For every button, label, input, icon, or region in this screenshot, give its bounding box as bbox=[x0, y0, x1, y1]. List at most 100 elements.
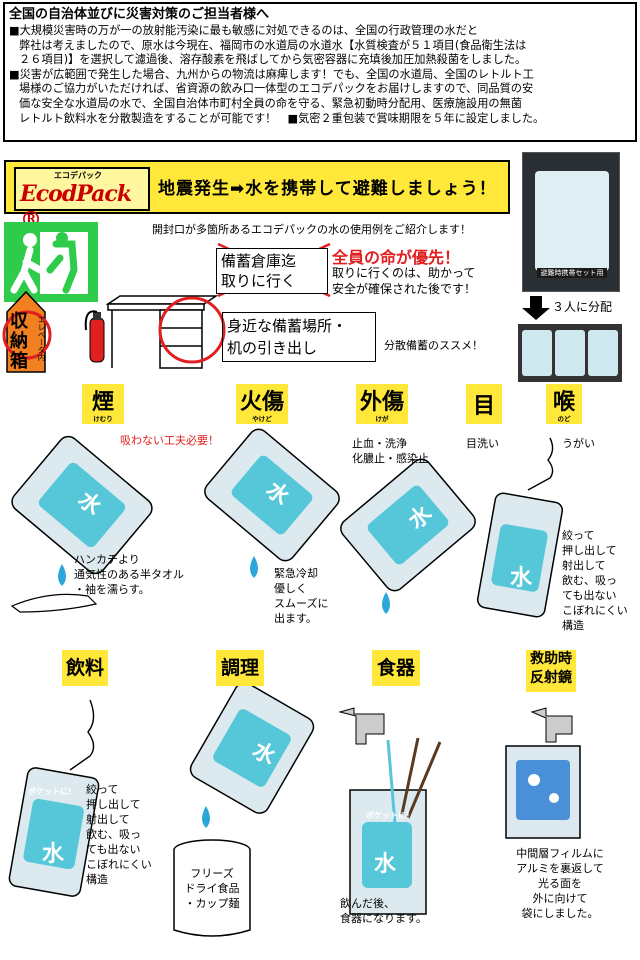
throat-note-line: ても出ない bbox=[562, 589, 617, 602]
fire-extinguisher-icon bbox=[84, 310, 105, 363]
cook-note-line: ドライ食品 bbox=[184, 882, 240, 895]
product-photo: 避難時携帯セット用 bbox=[522, 152, 620, 292]
pouch-water-mark: 水 bbox=[42, 842, 65, 867]
wound-note-line: 止血・洗浄 bbox=[352, 437, 407, 450]
wound-pouch bbox=[340, 458, 476, 592]
priority-line: 取りに行くのは、助かって bbox=[332, 266, 476, 280]
pouch-water-mark: 水 bbox=[510, 566, 533, 591]
intro-line: ■災害が広範囲で発生した場合、九州からの物流は麻痺します！でも、全国の水道局、全… bbox=[9, 67, 534, 81]
water-drop bbox=[202, 806, 210, 828]
mirror-note-line: 中間層フィルムに bbox=[516, 847, 604, 860]
eye-note: 目洗い bbox=[466, 437, 499, 450]
warehouse-line: 取りに行く bbox=[221, 272, 297, 290]
cook-pouch bbox=[189, 682, 315, 814]
dish-note-line: 食器になります。 bbox=[340, 912, 427, 925]
intro-line: ■大規模災害時の万が一の放射能汚染に最も敏感に対処できるのは、全国の行政管理の水… bbox=[9, 24, 479, 37]
drink-note-line: 射出して bbox=[86, 813, 130, 826]
intro-line: 弊社は考えましたので、原水は今現在、福岡市の水道局の水道水【水質検査が５１項目(… bbox=[19, 38, 527, 52]
burn-note: 緊急冷却 優しく スムーズに 出ます。 bbox=[274, 566, 328, 626]
pouch-brand: ポケットに！ bbox=[366, 811, 414, 820]
mirror-note-line: 光る面を bbox=[538, 877, 582, 890]
throat-note-line: 押し出して bbox=[562, 544, 617, 557]
wound-label: 外傷 けが bbox=[356, 384, 408, 424]
eye-title: 目 bbox=[472, 394, 495, 419]
intro-title: 全国の自治体並びに災害対策のご担当者様へ bbox=[9, 7, 270, 22]
throat-label: 喉 のど bbox=[546, 384, 582, 424]
storage-box-icon bbox=[2, 290, 52, 373]
nearby-line: 机の引き出し bbox=[227, 339, 318, 357]
wound-note: 止血・洗浄 化膿止・感染止 bbox=[352, 436, 429, 466]
intro-line: 価な安全な水道局の水で、全国自治体市町村全員の命を守る、緊急初動時分配用、医療施… bbox=[19, 96, 522, 110]
mirror-note-line: 袋にしました。 bbox=[521, 907, 599, 920]
smoke-pouch bbox=[11, 435, 153, 575]
smoke-note-line: ・袖を濡らす。 bbox=[74, 583, 150, 596]
throat-ruby: のど bbox=[557, 415, 571, 423]
mirror-note-line: 外に向けて bbox=[532, 892, 588, 905]
throat-pouch bbox=[476, 492, 564, 618]
intro-line: レトルト飲料水を分散製造をすることが可能です！ ■気密２重包装で賞味期限を５年に… bbox=[19, 111, 545, 125]
intro-line: ２６項目)】を選択して濾過後、溶存酸素を飛ばしてから気密容器に充填後加圧加熱殺菌… bbox=[19, 53, 527, 67]
throat-note-line: 絞って bbox=[562, 529, 595, 542]
cook-title: 調理 bbox=[220, 657, 259, 679]
drink-label: 飲料 bbox=[62, 650, 108, 686]
storage-box-sublabel: エレベータ内 bbox=[37, 316, 46, 361]
burn-note-line: スムーズに bbox=[274, 597, 329, 610]
drink-note-line: こぼれにくい bbox=[86, 858, 152, 871]
drink-note-line: 飲む、吸っ bbox=[86, 828, 141, 841]
burn-note-line: 優しく bbox=[274, 582, 307, 595]
drink-note-line: 絞って bbox=[86, 783, 119, 796]
cook-note-line: フリーズ bbox=[190, 867, 234, 880]
dish-title: 食器 bbox=[376, 657, 415, 679]
mirror-note: 中間層フィルムに アルミを裏返して 光る面を 外に向けて 袋にしました。 bbox=[500, 846, 620, 921]
product-label: 避難時携帯セット用 bbox=[537, 268, 607, 278]
dish-note: 飲んだ後、 食器になります。 bbox=[340, 896, 427, 926]
priority-line: 安全が確保された後です！ bbox=[332, 282, 477, 296]
drink-pouch bbox=[8, 767, 100, 897]
evacuation-banner: エコデパック EcodPack ® 地震発生➡水を携帯して避難しましょう！ bbox=[4, 160, 510, 233]
mirror-title-line: 救助時 bbox=[530, 651, 572, 667]
eye-label: 目 bbox=[466, 384, 502, 424]
logo-wordmark: EcodPack ® bbox=[20, 181, 132, 233]
cup-noodle-icon bbox=[173, 839, 251, 937]
throat-note-line: こぼれにくい bbox=[562, 604, 628, 617]
smoke-label: 煙 けむり bbox=[82, 384, 124, 424]
wound-note-line: 化膿止・感染止 bbox=[352, 452, 429, 465]
ecodpack-logo: エコデパック EcodPack ® bbox=[14, 167, 150, 233]
nearby-line: 身近な備蓄場所・ bbox=[227, 317, 348, 335]
nearby-storage-box: 身近な備蓄場所・ 机の引き出し bbox=[222, 312, 376, 362]
smoke-note-line: ハンカチより bbox=[74, 553, 140, 566]
throat-note-line: 飲む、吸っ bbox=[562, 574, 617, 587]
product-pouch bbox=[535, 171, 609, 271]
dish-label: 食器 bbox=[372, 650, 420, 686]
storage-box-label: 収納箱 bbox=[10, 311, 28, 372]
wound-title: 外傷 bbox=[359, 390, 404, 415]
smoke-title: 煙 bbox=[91, 390, 114, 415]
smoke-ruby: けむり bbox=[93, 415, 113, 423]
mirror-title-line: 反射鏡 bbox=[530, 670, 572, 686]
warehouse-line: 備蓄倉庫迄 bbox=[221, 252, 297, 270]
face-profile bbox=[527, 437, 554, 491]
drink-note-line: ても出ない bbox=[86, 843, 141, 856]
burn-ruby: やけど bbox=[252, 415, 272, 423]
pouch-brand: ポケットに！ bbox=[28, 787, 76, 796]
drink-note-line: 構造 bbox=[86, 873, 108, 886]
burn-note-line: 出ます。 bbox=[274, 612, 317, 625]
usage-intro: 開封口が多箇所あるエコデパックの水の使用例をご紹介します！ bbox=[152, 223, 471, 236]
drink-note: 絞って 押し出して 射出して 飲む、吸っ ても出ない こぼれにくい 構造 bbox=[86, 782, 152, 887]
smoke-note: ハンカチより 通気性のある半タオル ・袖を濡らす。 bbox=[74, 552, 184, 597]
desk-icon bbox=[105, 295, 219, 369]
smoke-warning: 吸わない工夫必要！ bbox=[120, 434, 219, 447]
mirror-note-line: アルミを裏返して bbox=[516, 862, 604, 875]
emergency-exit-icon bbox=[4, 222, 98, 302]
dish-note-line: 飲んだ後、 bbox=[340, 897, 395, 910]
burn-pouch bbox=[204, 428, 340, 562]
water-drop bbox=[250, 556, 258, 578]
mirror-pouch bbox=[505, 707, 581, 839]
cloth-shape bbox=[10, 593, 98, 613]
arrow-down-icon bbox=[522, 296, 550, 320]
smoke-note-line: 通気性のある半タオル bbox=[74, 568, 184, 581]
desk-highlight-circle bbox=[158, 296, 226, 364]
throat-title: 喉 bbox=[552, 390, 575, 415]
logo-kana: エコデパック bbox=[54, 171, 102, 180]
